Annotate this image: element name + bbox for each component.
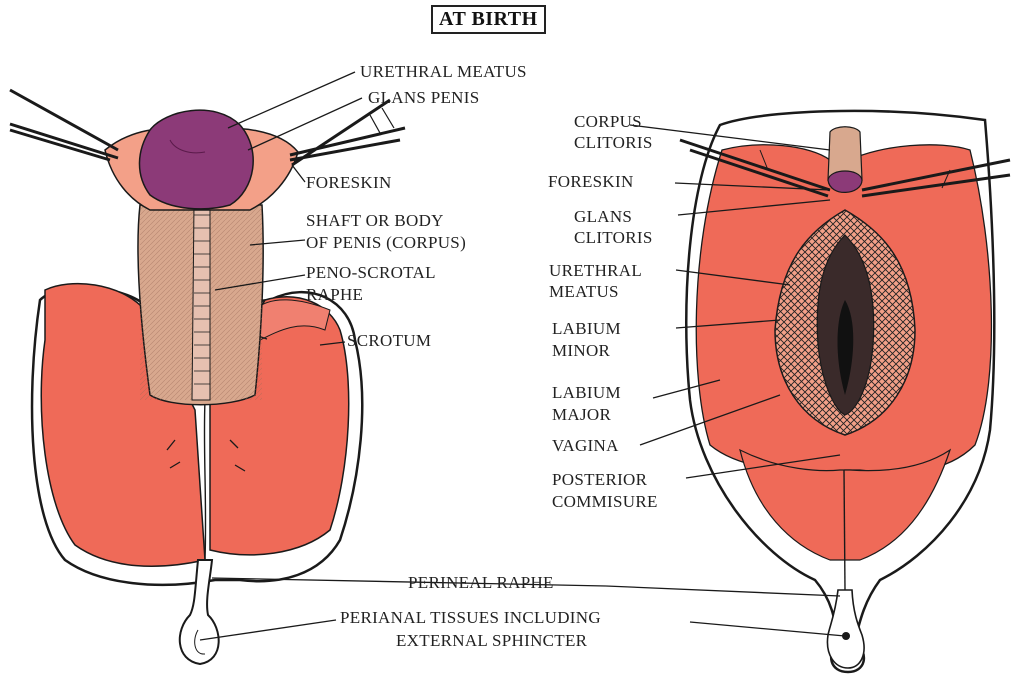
label-corpus-line1: CORPUS xyxy=(574,112,642,131)
label-labium-major-line1: LABIUM xyxy=(552,383,621,402)
label-urethral-line1: URETHRAL xyxy=(549,261,642,280)
forceps-left xyxy=(10,90,118,160)
page-title: AT BIRTH xyxy=(431,5,546,34)
label-vagina: VAGINA xyxy=(552,436,619,455)
label-posterior-line1: POSTERIOR xyxy=(552,470,647,489)
label-glans-clitoris-line2: CLITORIS xyxy=(574,228,653,247)
glans-clitoris xyxy=(828,171,862,192)
female-illustration xyxy=(680,111,1010,672)
label-scrotum: SCROTUM xyxy=(347,331,431,350)
label-perianal-line2: EXTERNAL SPHINCTER xyxy=(396,631,587,650)
forceps-right xyxy=(290,100,405,165)
label-perineal-raphe: PERINEAL RAPHE xyxy=(408,573,554,592)
label-labium-minor-line2: MINOR xyxy=(552,341,610,360)
label-foreskin-male: FORESKIN xyxy=(306,173,392,192)
label-posterior-line2: COMMISURE xyxy=(552,492,658,511)
label-glans-clitoris-line1: GLANS xyxy=(574,207,632,226)
label-urethral-line2: MEATUS xyxy=(549,282,619,301)
label-labium-minor-line1: LABIUM xyxy=(552,319,621,338)
label-corpus-line2: CLITORIS xyxy=(574,133,653,152)
label-shaft-line2: OF PENIS (CORPUS) xyxy=(306,233,466,252)
label-shaft-line1: SHAFT OR BODY xyxy=(306,211,444,230)
label-urethral-meatus-male: URETHRAL MEATUS xyxy=(360,62,527,81)
label-foreskin-female: FORESKIN xyxy=(548,172,634,191)
label-glans-penis: GLANS PENIS xyxy=(368,88,479,107)
label-raphe-line2: RAPHE xyxy=(306,285,363,304)
label-labium-major-line2: MAJOR xyxy=(552,405,611,424)
label-raphe-line1: PENO-SCROTAL xyxy=(306,263,436,282)
label-perianal-line1: PERIANAL TISSUES INCLUDING xyxy=(340,608,601,627)
